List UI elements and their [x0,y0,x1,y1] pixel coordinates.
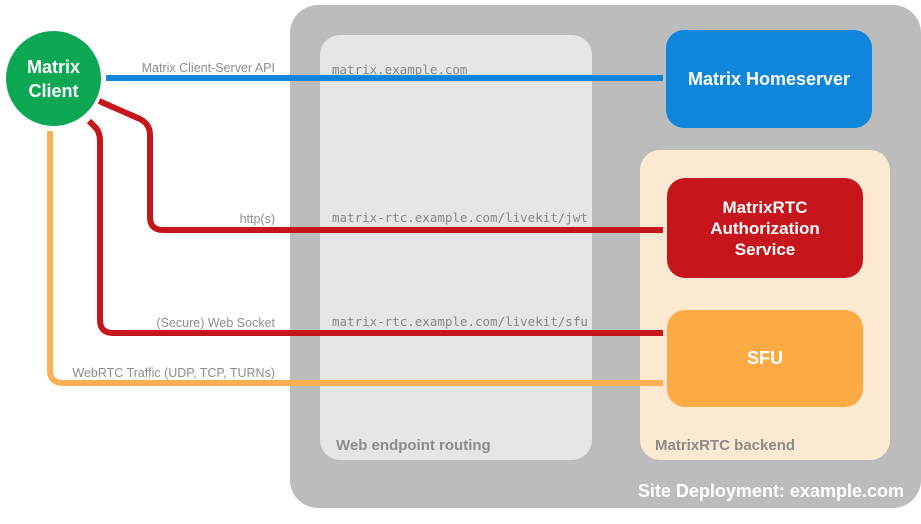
client-server-api-label: Matrix Client-Server API [141,61,275,75]
sfu-node: SFU [667,310,863,407]
https-label: http(s) [239,212,275,226]
matrix-homeserver-node: Matrix Homeserver [666,30,872,128]
matrix-domain-route: matrix.example.com [332,62,468,77]
webrtc-traffic-label: WebRTC Traffic (UDP, TCP, TURNs) [72,366,275,380]
websocket-label: (Secure) Web Socket [156,316,275,330]
matrixrtc-backend-label: MatrixRTC backend [655,437,796,454]
livekit-jwt-route: matrix-rtc.example.com/livekit/jwt [332,210,588,225]
web-endpoint-routing-label: Web endpoint routing [336,437,491,454]
web-endpoint-routing-container [320,35,592,460]
matrix-client-node: Matrix Client [6,31,101,126]
livekit-sfu-route: matrix-rtc.example.com/livekit/sfu [332,314,588,329]
site-deployment-label: Site Deployment: example.com [637,481,904,501]
authorization-service-node: MatrixRTC Authorization Service [667,178,863,278]
